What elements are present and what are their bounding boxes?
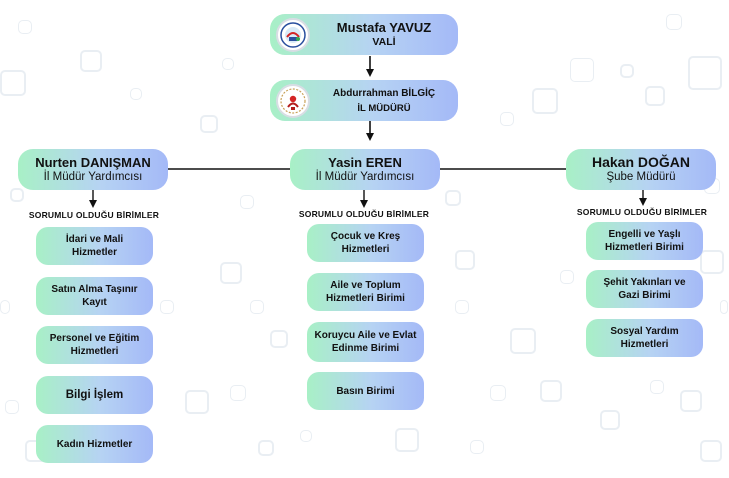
branch-head-1: Nurten DANIŞMAN İl Müdür Yardımcısı — [18, 149, 168, 190]
branch-head-title: İl Müdür Yardımcısı — [43, 171, 143, 183]
governor-title: VALİ — [372, 35, 396, 48]
governorship-seal-icon — [276, 17, 310, 52]
ministry-emblem-icon — [276, 83, 310, 118]
responsible-units-header: SORUMLU OLDUĞU BİRİMLER — [576, 207, 708, 217]
responsible-units-header: SORUMLU OLDUĞU BİRİMLER — [28, 210, 160, 220]
unit-box: Koruycu Aile ve Evlat Edinme Birimi — [307, 322, 424, 362]
director-title: İL MÜDÜRÜ — [357, 102, 411, 114]
unit-box: Kadın Hizmetler — [36, 425, 153, 463]
director-name: Abdurrahman BİLGİÇ — [332, 87, 436, 99]
unit-box: Çocuk ve Kreş Hizmetleri — [307, 224, 424, 262]
responsible-units-header: SORUMLU OLDUĞU BİRİMLER — [298, 209, 430, 219]
branch-head-name: Yasin EREN — [328, 155, 402, 170]
branch-head-title: Şube Müdürü — [606, 171, 676, 183]
unit-box: Şehit Yakınları ve Gazi Birimi — [586, 270, 703, 308]
unit-box: Aile ve Toplum Hizmetleri Birimi — [307, 273, 424, 311]
governor-node: Mustafa YAVUZ VALİ — [270, 14, 458, 55]
branch-head-2: Yasin EREN İl Müdür Yardımcısı — [290, 149, 440, 190]
unit-box: Personel ve Eğitim Hizmetleri — [36, 326, 153, 364]
branch-head-name: Hakan DOĞAN — [591, 154, 691, 170]
unit-box: Engelli ve Yaşlı Hizmetleri Birimi — [586, 222, 703, 260]
unit-box: İdari ve Mali Hizmetler — [36, 227, 153, 265]
branch-head-3: Hakan DOĞAN Şube Müdürü — [566, 149, 716, 190]
unit-box: Satın Alma Taşınır Kayıt — [36, 277, 153, 315]
governor-name: Mustafa YAVUZ — [336, 19, 432, 35]
unit-box: Basın Birimi — [307, 372, 424, 410]
director-node: Abdurrahman BİLGİÇ İL MÜDÜRÜ — [270, 80, 458, 121]
branch-head-title: İl Müdür Yardımcısı — [315, 171, 415, 183]
unit-box: Bilgi İşlem — [36, 376, 153, 414]
unit-box: Sosyal Yardım Hizmetleri — [586, 319, 703, 357]
branch-head-name: Nurten DANIŞMAN — [35, 155, 151, 170]
